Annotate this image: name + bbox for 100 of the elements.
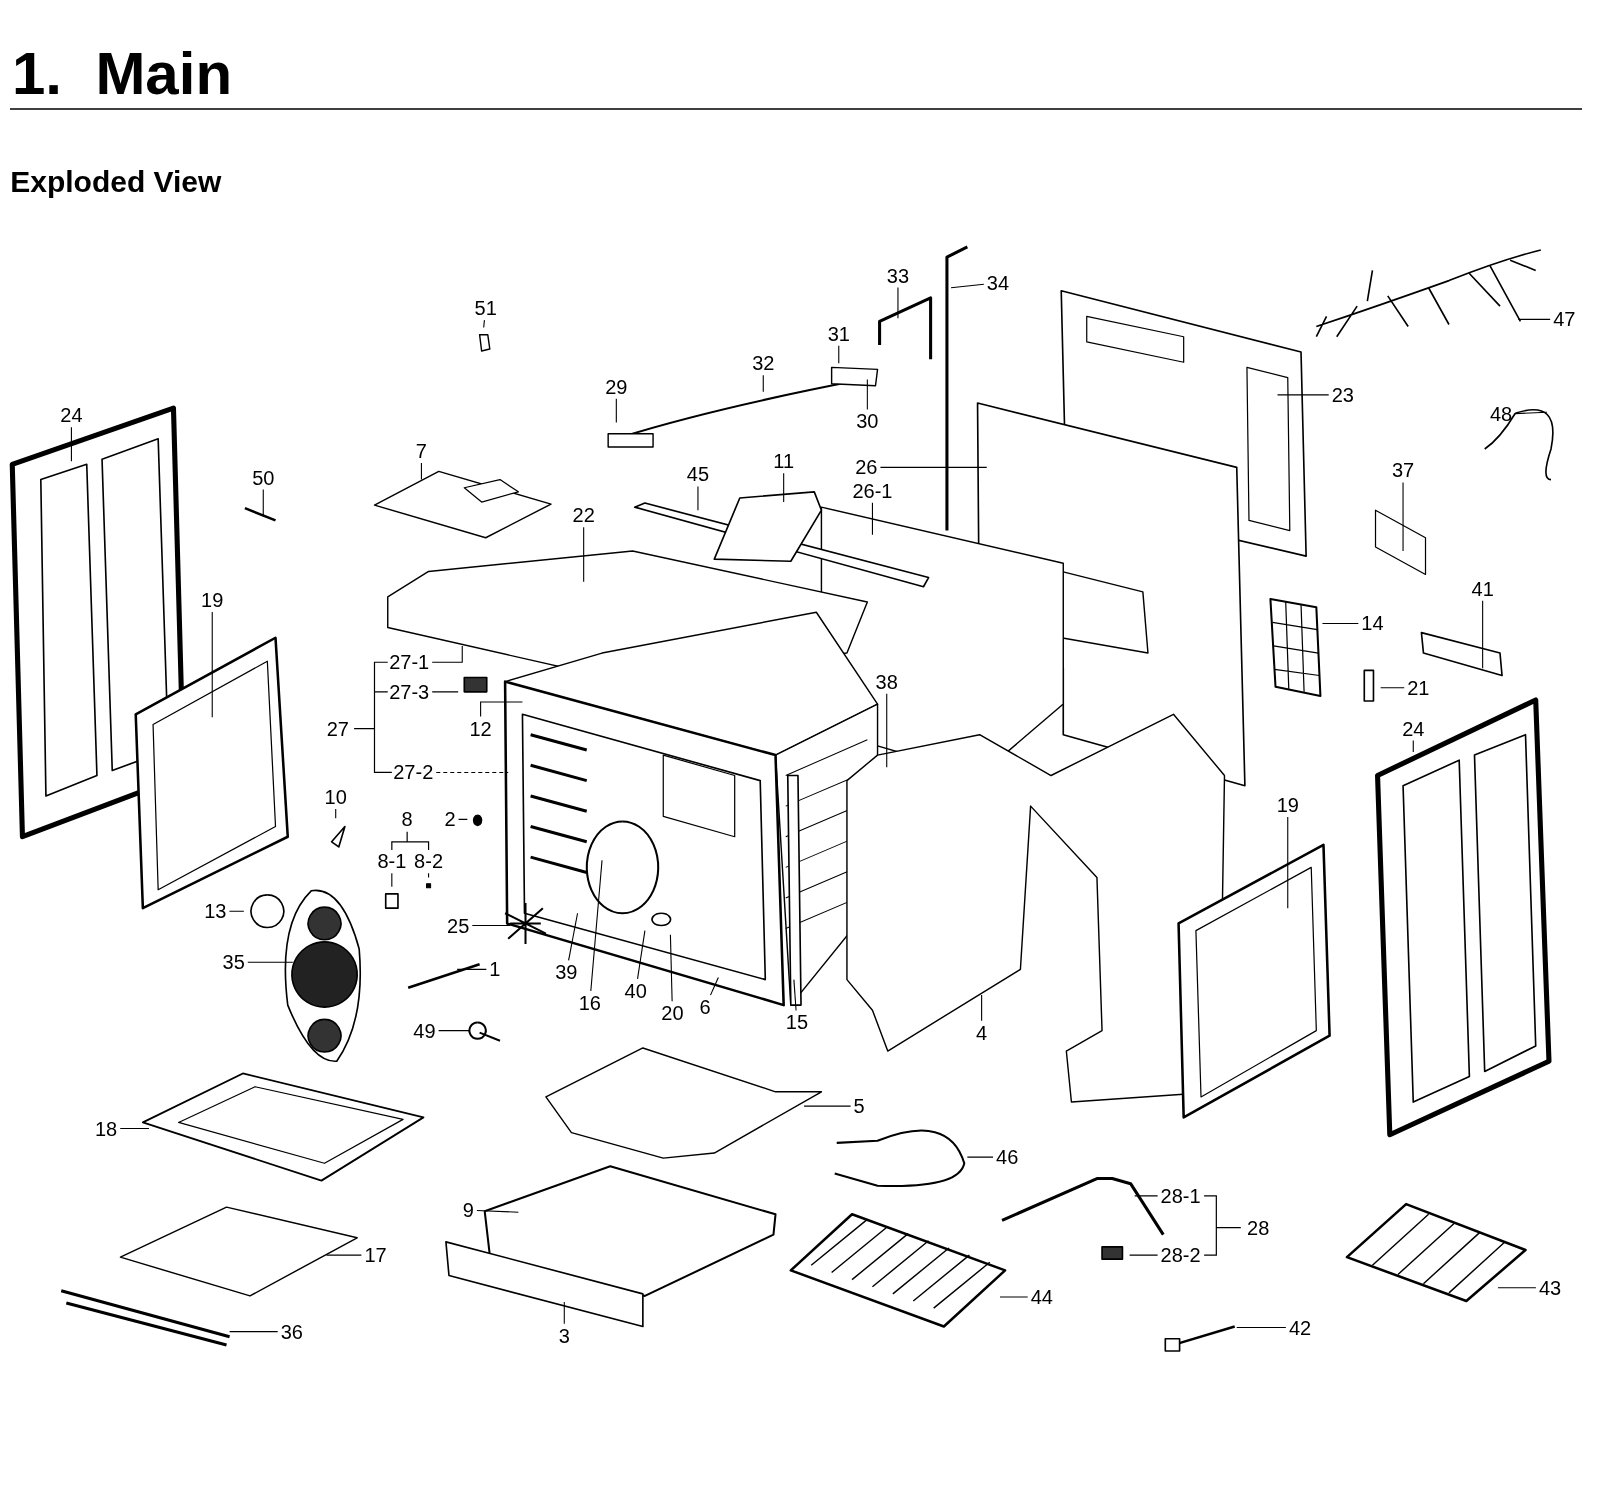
leader-line: [1412, 740, 1414, 753]
leader-line: [866, 379, 868, 410]
leader-line: [70, 426, 72, 462]
leader-line: [637, 930, 646, 980]
leader-line: [1321, 622, 1359, 624]
page-title: 1. Main: [12, 44, 233, 104]
callout-number: 36: [279, 1321, 304, 1342]
leader-line: [583, 526, 585, 583]
leader-line: [886, 693, 888, 768]
callout-number: 28-2: [1159, 1245, 1202, 1266]
leader-line: [1380, 687, 1405, 689]
callout-number: 49: [412, 1020, 437, 1041]
callout-number: 26-1: [851, 480, 894, 501]
callout-number: 32: [751, 353, 776, 374]
leader-line: [431, 691, 459, 693]
leader-line: [871, 502, 873, 536]
callout-number: 23: [1330, 384, 1355, 405]
leader-line: [793, 979, 797, 1011]
callout-number: 5: [852, 1096, 866, 1117]
leader-line: [897, 286, 899, 319]
leader-line: [950, 283, 985, 289]
callout-number: 51: [473, 298, 498, 319]
leader-line: [435, 771, 509, 773]
callout-number: 27-1: [388, 652, 431, 673]
leader-line: [1514, 411, 1548, 415]
callout-number: 21: [1406, 677, 1431, 698]
leader-line: [697, 485, 699, 511]
leader-line: [1277, 394, 1330, 396]
callout-number: 34: [985, 272, 1011, 293]
leader-line: [803, 1105, 852, 1107]
leader-line: [335, 808, 337, 819]
callout-number: 35: [221, 952, 246, 973]
leader-line: [669, 934, 673, 1002]
leader-line: [568, 912, 579, 961]
callout-number: 19: [200, 590, 225, 610]
leader-line: [590, 859, 603, 992]
callout-number: 18: [94, 1118, 119, 1139]
callout-number: 28: [1246, 1217, 1271, 1238]
callout-number: 27: [325, 718, 350, 739]
leader-line: [471, 924, 511, 927]
callout-number: 16: [577, 993, 602, 1014]
callout-number: 22: [571, 505, 596, 526]
leader-line: [262, 489, 264, 517]
callout-number: 24: [59, 405, 84, 426]
leader-line: [1402, 481, 1404, 552]
leader-line: [1517, 318, 1551, 320]
callout-number: 3: [557, 1325, 571, 1346]
leader-line: [879, 466, 988, 468]
callout-number: 13: [203, 901, 228, 922]
leader-line: [999, 1296, 1029, 1298]
callout-number: 8-2: [413, 851, 444, 872]
leader-line: [1497, 1287, 1537, 1289]
leader-line: [838, 345, 840, 364]
callout-number: 27-3: [388, 681, 431, 702]
leader-line: [476, 1210, 519, 1213]
leader-line: [420, 462, 422, 481]
leader-line: [391, 872, 393, 888]
callout-number: 50: [251, 467, 276, 488]
leader-line: [1482, 600, 1484, 669]
leader-line: [456, 968, 487, 970]
callout-number: 4: [975, 1022, 989, 1043]
callout-number: 33: [885, 265, 911, 286]
leader-line: [428, 872, 430, 879]
callout-number: 1: [488, 959, 502, 980]
callout-number: 42: [1287, 1317, 1313, 1338]
callout-number: 8-1: [376, 851, 408, 872]
section-heading: Exploded View: [10, 167, 222, 198]
callout-number: 14: [1360, 613, 1385, 634]
callout-number: 44: [1029, 1286, 1054, 1307]
callout-number: 31: [826, 323, 851, 344]
callout-number: 25: [446, 915, 471, 936]
callout-number: 26: [854, 457, 879, 478]
callout-number: 28-1: [1159, 1185, 1202, 1206]
leader-line: [1134, 1195, 1159, 1197]
callout-number: 38: [874, 671, 899, 692]
callout-number: 47: [1552, 309, 1577, 330]
leader-line: [458, 818, 468, 820]
callout-number: 8: [400, 809, 414, 830]
leader-line: [325, 1254, 362, 1256]
leader-line: [483, 319, 485, 329]
leader-line: [480, 701, 523, 718]
callout-number: 41: [1470, 578, 1495, 599]
callout-number: 20: [660, 1003, 685, 1024]
callout-number: 19: [1275, 795, 1300, 816]
callout-number: 30: [855, 411, 880, 432]
leader-line: [981, 994, 983, 1022]
callout-number: 12: [468, 718, 493, 739]
callout-number: 10: [323, 786, 348, 807]
leader-line: [431, 645, 463, 663]
leader-line: [247, 961, 294, 963]
callout-number: 29: [604, 376, 629, 397]
callout-number: 27-2: [392, 762, 435, 783]
leader-line: [762, 374, 764, 393]
callout-number: 45: [685, 464, 711, 485]
callout-number: 24: [1401, 718, 1426, 739]
callout-number: 40: [623, 980, 648, 1001]
callout-number: 37: [1390, 460, 1416, 481]
callout-number: 7: [414, 441, 428, 461]
callout-number: 48: [1488, 404, 1514, 425]
callout-number: 17: [363, 1245, 388, 1266]
